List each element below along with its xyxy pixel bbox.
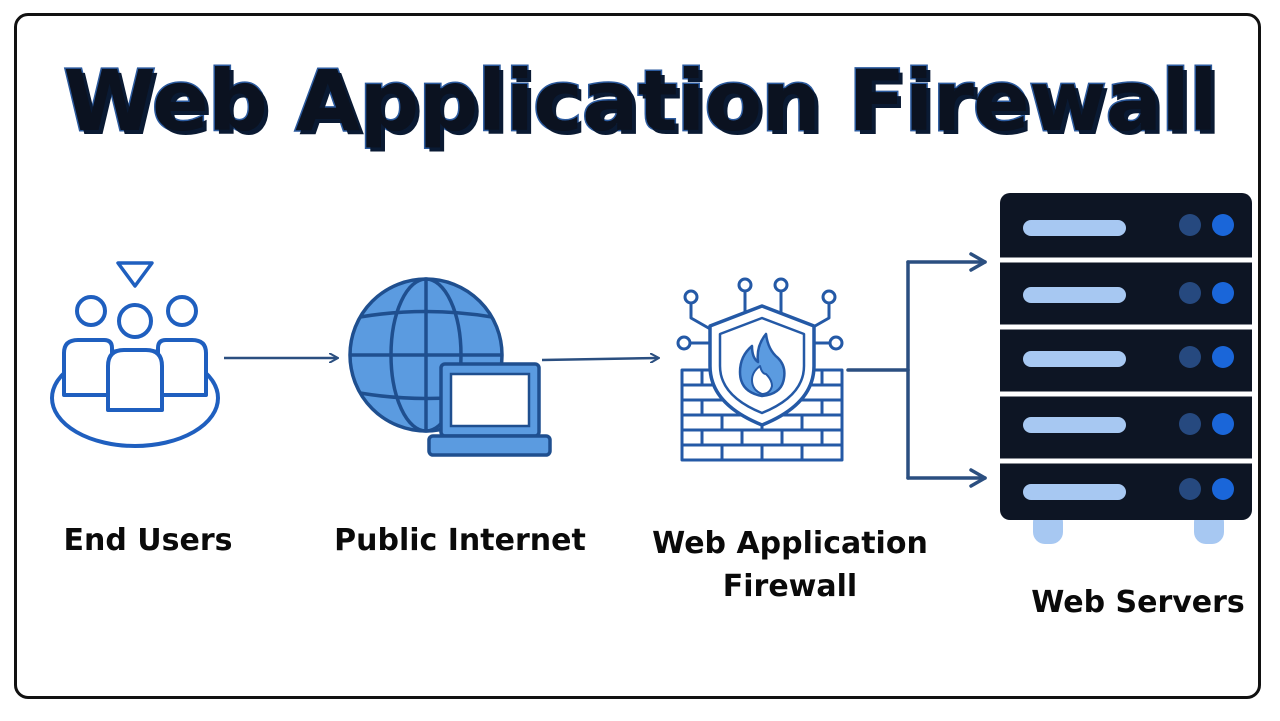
waf-label-line1: Web Application [652,526,928,561]
server-rack-icon [1000,193,1252,544]
users-group-icon [50,261,220,448]
arrow-waf-to-servers [846,252,987,488]
public-internet-label: Public Internet [334,523,586,558]
page-title: Web Application Firewall [62,51,1219,152]
web-servers-label: Web Servers [1031,585,1245,620]
waf-label-line2: Firewall [722,569,858,604]
firewall-shield-icon [676,277,844,462]
arrow-internet-to-waf [541,358,658,360]
globe-laptop-icon [348,277,552,457]
end-users-label: End Users [63,523,233,558]
